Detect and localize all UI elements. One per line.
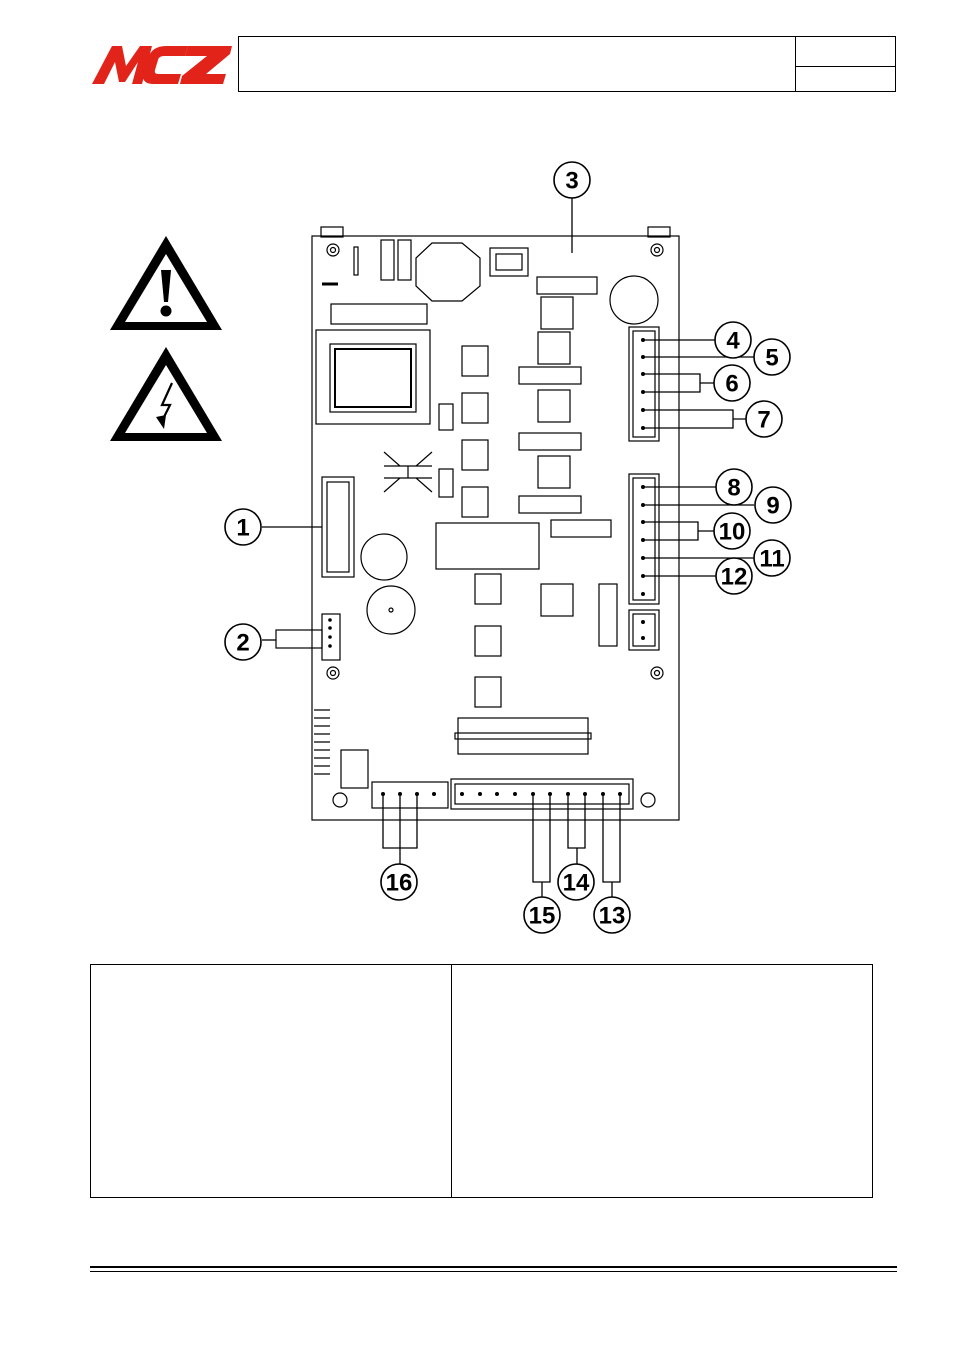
- control-board-diagram: 1 2 3 4 5 6 7 8 9 10 11 12 13 14 15 16: [224, 161, 792, 934]
- footer-rule: [90, 1266, 897, 1268]
- callout-10: 10: [719, 519, 746, 546]
- callout-1: 1: [236, 515, 249, 542]
- callout-11: 11: [759, 546, 784, 573]
- callout-2: 2: [236, 630, 249, 657]
- header-cell-divider: [795, 66, 896, 67]
- callout-12: 12: [721, 564, 748, 591]
- callout-7: 7: [757, 407, 770, 434]
- legend-table: [90, 964, 873, 1198]
- callout-9: 9: [766, 493, 779, 520]
- exclamation-warning-icon: [110, 236, 222, 330]
- callout-14: 14: [563, 870, 590, 897]
- electric-shock-icon: [110, 347, 222, 441]
- callout-4: 4: [726, 328, 740, 355]
- callout-8: 8: [727, 475, 740, 502]
- callout-15: 15: [529, 903, 556, 930]
- callout-16: 16: [386, 870, 413, 897]
- legend-table-divider: [451, 964, 452, 1198]
- callout-6: 6: [725, 371, 738, 398]
- header-divider: [795, 36, 796, 92]
- callout-13: 13: [599, 903, 626, 930]
- callout-5: 5: [765, 345, 778, 372]
- footer-rule-thin: [90, 1271, 897, 1272]
- mcz-logo: [92, 46, 232, 84]
- callout-3: 3: [565, 168, 578, 195]
- header-frame: [238, 36, 896, 92]
